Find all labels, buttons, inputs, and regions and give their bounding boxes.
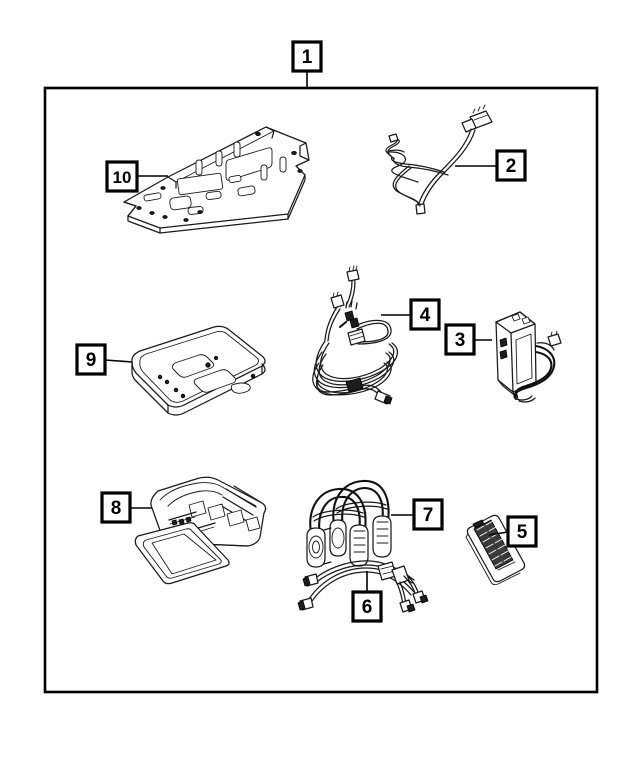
bracket-studs (195, 141, 287, 181)
callout-box-10[interactable] (105, 160, 139, 193)
callout-number-3: 3 (455, 330, 466, 351)
part-coiled-av-cable (312, 265, 399, 405)
callout-box-3[interactable] (444, 323, 476, 356)
part-mounting-bracket-plate (123, 126, 310, 234)
callout-number-10: 10 (113, 168, 132, 187)
callout-box-4[interactable] (409, 298, 441, 331)
part-overhead-console-bezel (131, 325, 266, 416)
part-overhead-flip-down-screen (134, 476, 267, 585)
callout-box-8[interactable] (100, 491, 132, 524)
callout-number-7: 7 (423, 505, 434, 526)
callout-6-auxiliary-cables[interactable]: 6 (351, 590, 383, 623)
callout-number-1: 1 (302, 47, 313, 68)
headphone-rear (329, 479, 392, 558)
callout-box-1[interactable] (291, 40, 323, 73)
callout-5-remote-control[interactable]: 5 (506, 515, 538, 548)
callout-number-4: 4 (420, 305, 431, 326)
callout-9-console-bezel[interactable]: 9 (75, 343, 107, 376)
callout-number-2: 2 (506, 156, 517, 177)
part-video-control-module (495, 311, 562, 403)
callout-boxes: 1 2 3 4 5 6 7 8 9 10 (75, 40, 538, 623)
callout-4-coiled-cable[interactable]: 4 (409, 298, 441, 331)
callout-number-5: 5 (517, 522, 528, 543)
callout-box-9[interactable] (75, 343, 107, 376)
leader-line-9 (104, 359, 133, 363)
callout-box-7[interactable] (412, 498, 444, 531)
callout-2-wiring-harness[interactable]: 2 (495, 149, 527, 182)
callout-8-overhead-screen[interactable]: 8 (100, 491, 132, 524)
headphone-front (306, 487, 369, 568)
callout-box-2[interactable] (495, 149, 527, 182)
callout-7-headphones[interactable]: 7 (412, 498, 444, 531)
callout-number-6: 6 (362, 597, 373, 618)
part-auxiliary-input-cables (297, 560, 429, 613)
part-wireless-headphones-pair (306, 479, 392, 568)
part-wiring-harness-jumper (385, 104, 493, 215)
assembly-frame (43, 86, 599, 694)
callout-3-video-module[interactable]: 3 (444, 323, 476, 356)
leader-line-5 (488, 531, 509, 536)
remote-keypad (476, 520, 512, 567)
callout-1-complete-kit[interactable]: 1 (291, 40, 323, 73)
callout-leader-lines (104, 71, 509, 592)
bracket-holes (136, 131, 303, 222)
callout-number-9: 9 (86, 350, 97, 371)
callout-box-5[interactable] (506, 515, 538, 548)
callout-10-mounting-bracket[interactable]: 10 (105, 160, 139, 193)
callout-box-6[interactable] (351, 590, 383, 623)
callout-number-8: 8 (111, 498, 122, 519)
part-remote-control (465, 514, 526, 586)
